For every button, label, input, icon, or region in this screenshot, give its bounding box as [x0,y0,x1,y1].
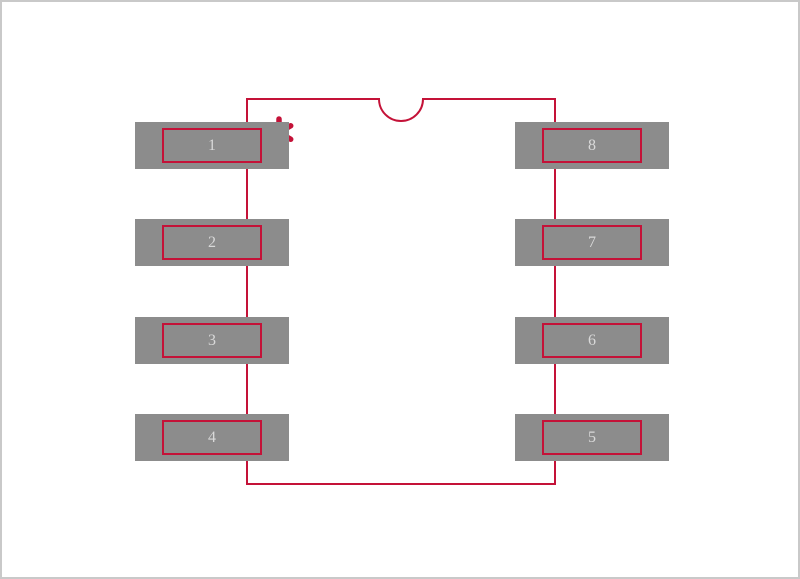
pad-2-outline: 2 [162,225,262,260]
pin-number-1: 1 [208,136,216,154]
pad-3-outline: 3 [162,323,262,358]
pad-5: 5 [515,414,669,461]
pad-2: 2 [135,219,289,266]
pad-4-outline: 4 [162,420,262,455]
pad-7: 7 [515,219,669,266]
pad-4: 4 [135,414,289,461]
pad-6-outline: 6 [542,323,642,358]
pin-number-7: 7 [588,233,596,251]
pad-7-outline: 7 [542,225,642,260]
pad-1: 1 [135,122,289,169]
pin-number-4: 4 [208,428,216,446]
pad-8: 8 [515,122,669,169]
pad-5-outline: 5 [542,420,642,455]
pad-8-outline: 8 [542,128,642,163]
component-body-outline [246,98,556,485]
pad-3: 3 [135,317,289,364]
pad-6: 6 [515,317,669,364]
pad-1-outline: 1 [162,128,262,163]
pin-number-3: 3 [208,331,216,349]
pin-number-6: 6 [588,331,596,349]
pin-number-5: 5 [588,428,596,446]
pin-number-2: 2 [208,233,216,251]
pin-number-8: 8 [588,136,596,154]
